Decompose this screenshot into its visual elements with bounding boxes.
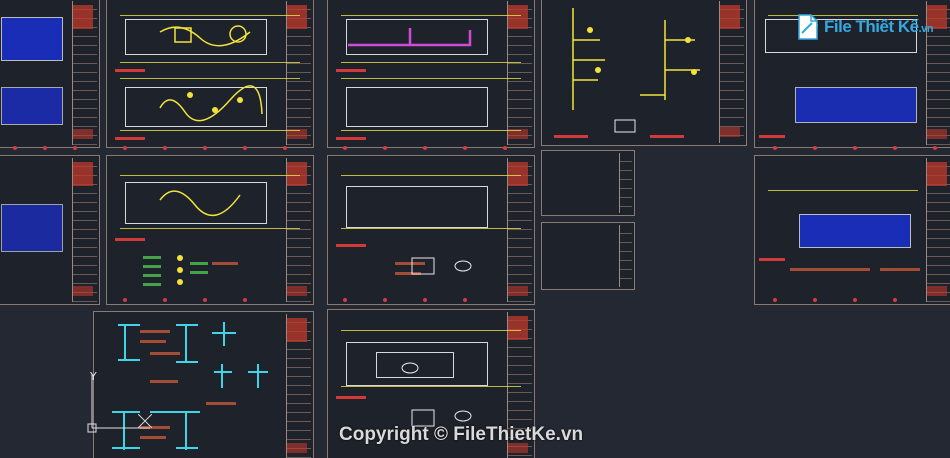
crosshair-cursor-icon — [138, 414, 152, 428]
floor-plan-outline — [125, 182, 267, 224]
floor-plan-outline — [1, 87, 63, 125]
logo-text: File Thiết Kế.vn — [824, 17, 934, 37]
drawing-sheet-riser-diagram[interactable] — [541, 0, 747, 146]
sheet-title-bar — [336, 396, 366, 399]
sheet-title-bar — [115, 238, 145, 241]
logo-ke: Kế — [897, 17, 919, 36]
logo-file: File — [824, 17, 852, 36]
title-block — [507, 312, 532, 458]
title-block — [507, 158, 532, 302]
drawing-sheet-plumbing-plan[interactable] — [327, 155, 535, 305]
logo-ext: .vn — [918, 23, 934, 35]
sheet-title-bar — [650, 135, 684, 138]
floor-plan-outline — [376, 352, 454, 378]
floor-plan-outline — [346, 19, 488, 55]
filethietke-logo: File Thiết Kế.vn — [796, 10, 944, 44]
title-block — [286, 314, 311, 458]
sheet-title-bar — [336, 69, 366, 72]
drawing-sheet-floor-plan-4[interactable] — [754, 155, 950, 305]
sheet-title-bar — [115, 137, 145, 140]
floor-plan-outline — [346, 186, 488, 228]
drawing-sheet-water-plan[interactable] — [327, 0, 535, 148]
title-block — [619, 153, 632, 213]
title-block — [926, 158, 950, 302]
floor-plan-outline — [795, 87, 917, 123]
floor-plan-outline — [1, 204, 63, 252]
ucs-y-label: Y — [89, 370, 97, 383]
copyright-watermark: Copyright © FileThietKe.vn — [339, 424, 584, 445]
floor-plan-outline — [1, 17, 63, 61]
drawing-sheet-floor-plan-1[interactable] — [0, 0, 100, 148]
floor-plan-outline — [799, 214, 911, 248]
sheet-title-bar — [554, 135, 588, 138]
floor-plan-outline — [125, 19, 267, 55]
drawing-sheet-floor-plan-2[interactable] — [754, 0, 950, 148]
title-block — [286, 1, 311, 145]
title-block — [286, 158, 311, 302]
title-block — [507, 1, 532, 145]
floor-plan-outline — [125, 87, 267, 127]
title-block — [72, 158, 97, 302]
drawing-sheet-floor-plan-3[interactable] — [0, 155, 100, 305]
sheet-title-bar — [336, 244, 366, 247]
sheet-title-bar — [115, 69, 145, 72]
floor-plan-outline — [346, 87, 488, 127]
floor-plan-outline — [346, 342, 488, 386]
title-block — [72, 1, 97, 145]
sheet-title-bar — [759, 135, 785, 138]
drawing-sheet-socket-plan[interactable] — [106, 155, 314, 305]
file-document-icon — [798, 14, 818, 40]
title-block — [926, 1, 950, 145]
drawing-sheet-detail-b[interactable] — [541, 222, 635, 290]
logo-thiet: Thiết — [855, 17, 895, 36]
floor-plan-outline — [765, 19, 917, 53]
ucs-icon: Y — [87, 370, 150, 433]
drawing-sheet-lighting-plan[interactable] — [106, 0, 314, 148]
sheet-title-bar — [336, 137, 366, 140]
title-block — [719, 1, 744, 143]
title-block — [619, 225, 632, 287]
drawing-sheet-detail-a[interactable] — [541, 150, 635, 216]
drawing-sheet-sanitary-plan[interactable] — [327, 309, 535, 458]
sheet-title-bar — [759, 258, 785, 261]
